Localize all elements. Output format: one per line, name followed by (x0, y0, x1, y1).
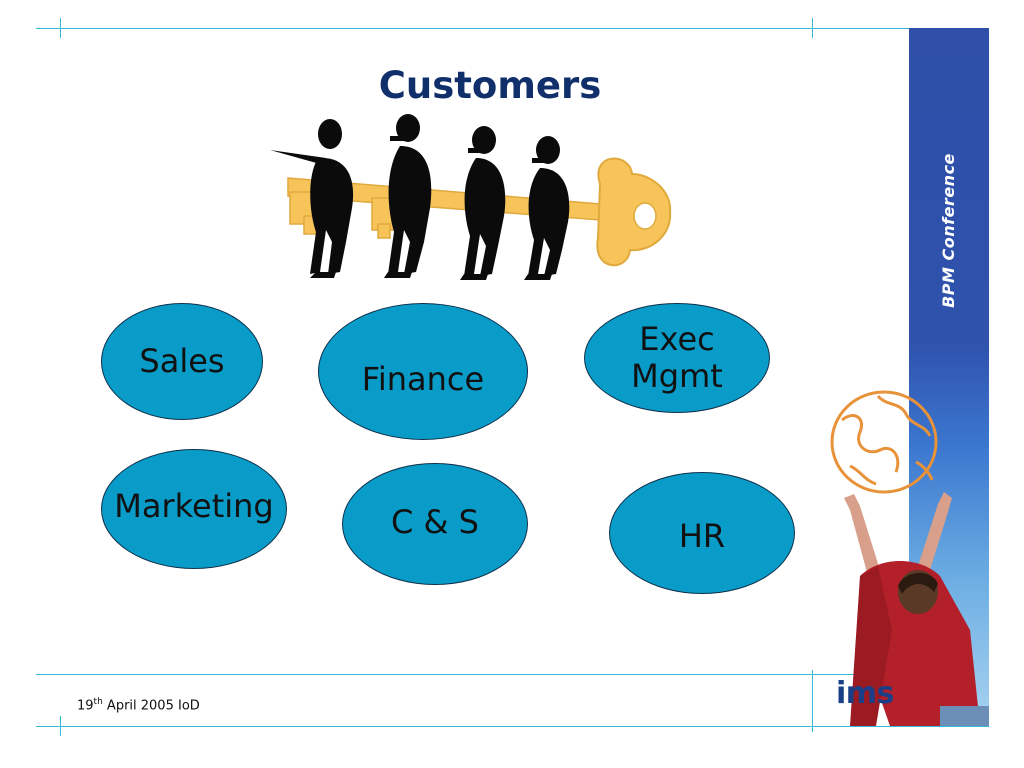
bottom-left-tick (60, 716, 61, 736)
top-left-tick (60, 18, 61, 38)
department-sales: Sales (101, 303, 263, 420)
top-rule (36, 28, 909, 29)
department-finance: Finance (318, 303, 528, 440)
footer-rest: April 2005 IoD (106, 698, 200, 714)
sidebar-title: BPM Conference (930, 140, 966, 320)
people-silhouettes (270, 114, 570, 280)
footer-rule-upper (36, 674, 909, 675)
bottom-right-tick (812, 670, 813, 732)
footer-rule-lower (36, 726, 989, 727)
department-hr: HR (609, 472, 795, 594)
department-label: Finance (361, 360, 485, 399)
department-label: Marketing (114, 486, 274, 525)
footer-day-suffix: th (93, 697, 103, 707)
department-marketing: Marketing (101, 449, 287, 569)
key-people-clipart (270, 114, 672, 280)
department-label: C & S (391, 502, 479, 541)
person-reaching-photo (830, 390, 989, 726)
department-label: Exec Mgmt (631, 320, 723, 395)
department-exec-mgmt: Exec Mgmt (584, 303, 770, 413)
company-logo: ims (836, 676, 894, 711)
top-right-tick (812, 18, 813, 38)
globe-icon (830, 390, 938, 494)
department-c-and-s: C & S (342, 463, 528, 585)
footer-date: 19th April 2005 IoD (77, 697, 200, 713)
slide-title: Customers (378, 64, 602, 107)
footer-day: 19 (77, 698, 94, 714)
sidebar-title-text: BPM Conference (938, 152, 958, 308)
department-label: HR (678, 516, 726, 555)
department-label: Sales (139, 342, 225, 381)
